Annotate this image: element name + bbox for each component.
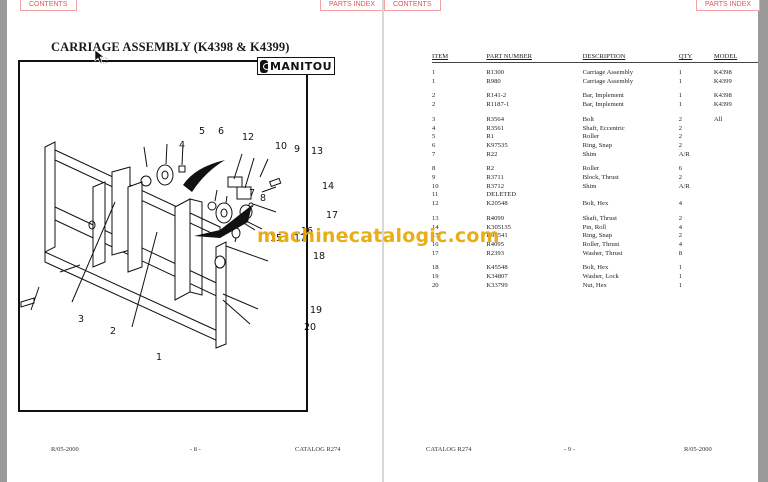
callout-9: 9 [294, 144, 301, 155]
contents-button-right[interactable]: CONTENTS [384, 0, 441, 11]
callout-15: 15 [270, 233, 283, 244]
col-model: MODEL [713, 51, 758, 63]
parts-index-button-right[interactable]: PARTS INDEX [696, 0, 761, 11]
callout-7: 7 [249, 188, 256, 199]
carriage-exploded-diagram [20, 141, 282, 349]
callout-6: 6 [218, 126, 225, 137]
callout-12: 12 [242, 132, 255, 143]
callout-19: 19 [310, 305, 323, 316]
watermark: machinecatalogic.com [257, 225, 500, 247]
callout-14: 14 [322, 181, 335, 192]
footer-catalog: CATALOG R274 [295, 446, 341, 453]
callout-2: 2 [110, 326, 117, 337]
page-title: CARRIAGE ASSEMBLY (K4398 & K4399) [51, 40, 290, 54]
exploded-diagram-frame: 3 2 1 4 5 6 12 7 8 10 9 13 14 17 16 15 1… [18, 60, 338, 412]
footer-catalog-right: CATALOG R274 [426, 446, 472, 453]
callout-1: 1 [156, 352, 163, 363]
callout-4: 4 [179, 140, 186, 151]
col-part-number: PART NUMBER [486, 51, 583, 63]
callout-17: 17 [326, 210, 339, 221]
callout-5: 5 [199, 126, 206, 137]
footer-date: R/05-2000 [51, 446, 79, 453]
left-page: CONTENTS PARTS INDEX CARRIAGE ASSEMBLY (… [7, 0, 385, 482]
parts-index-button[interactable]: PARTS INDEX [320, 0, 385, 11]
callout-18: 18 [313, 251, 326, 262]
contents-button[interactable]: CONTENTS [20, 0, 77, 11]
callout-16: 16 [301, 226, 314, 237]
footer-page-number-right: - 9 - [564, 446, 575, 453]
parts-table: ITEM PART NUMBER DESCRIPTION QTY MODEL 1… [432, 51, 758, 290]
manitou-logo: MANITOU [257, 57, 335, 75]
callout-17b: 17 [294, 233, 307, 244]
footer-page-number: - 8 - [190, 446, 201, 453]
parts-table-header: ITEM PART NUMBER DESCRIPTION QTY MODEL [432, 51, 758, 63]
mouse-cursor-icon [94, 49, 108, 64]
callout-20: 20 [304, 322, 317, 333]
footer-date-right: R/05-2000 [684, 446, 712, 453]
callout-13: 13 [311, 146, 324, 157]
right-page: CONTENTS PARTS INDEX ITEM PART NUMBER DE… [384, 0, 761, 482]
page-divider [382, 0, 384, 482]
col-qty: QTY [678, 51, 714, 63]
col-description: DESCRIPTION [582, 51, 679, 63]
callout-3: 3 [78, 314, 85, 325]
col-item: ITEM [432, 51, 487, 63]
callout-10: 10 [275, 141, 288, 152]
manitou-logo-icon [260, 59, 271, 73]
callout-8: 8 [260, 193, 267, 204]
